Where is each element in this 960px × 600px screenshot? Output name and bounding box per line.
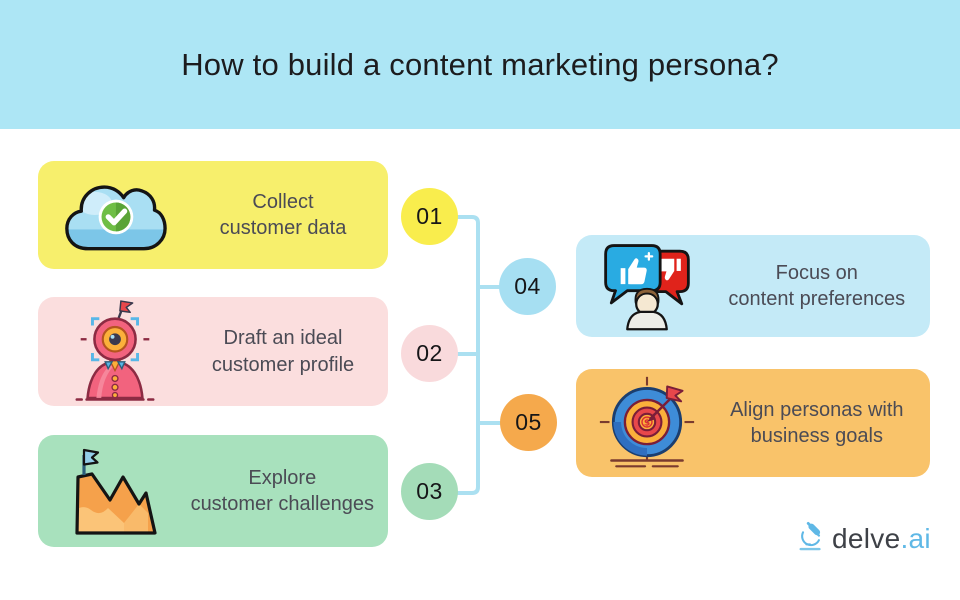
mountain-flag-icon xyxy=(38,445,191,537)
step-number-02: 02 xyxy=(401,325,458,382)
svg-text:$: $ xyxy=(644,419,650,429)
step-number-03: 03 xyxy=(401,463,458,520)
step-number-01: 01 xyxy=(401,188,458,245)
microscope-icon xyxy=(797,520,825,557)
delve-ai-logo: delve.ai xyxy=(797,520,931,557)
feedback-bubbles-icon xyxy=(576,240,718,332)
logo-wordmark: delve.ai xyxy=(832,522,931,554)
header-band: How to build a content marketing persona… xyxy=(0,0,960,129)
step-number-04: 04 xyxy=(499,258,556,315)
cloud-check-icon xyxy=(38,174,192,256)
step-number-05: 05 xyxy=(500,394,557,451)
persona-target-icon xyxy=(38,299,192,405)
dartboard-dollar-icon: $ xyxy=(576,374,718,472)
page-title: How to build a content marketing persona… xyxy=(181,46,779,82)
